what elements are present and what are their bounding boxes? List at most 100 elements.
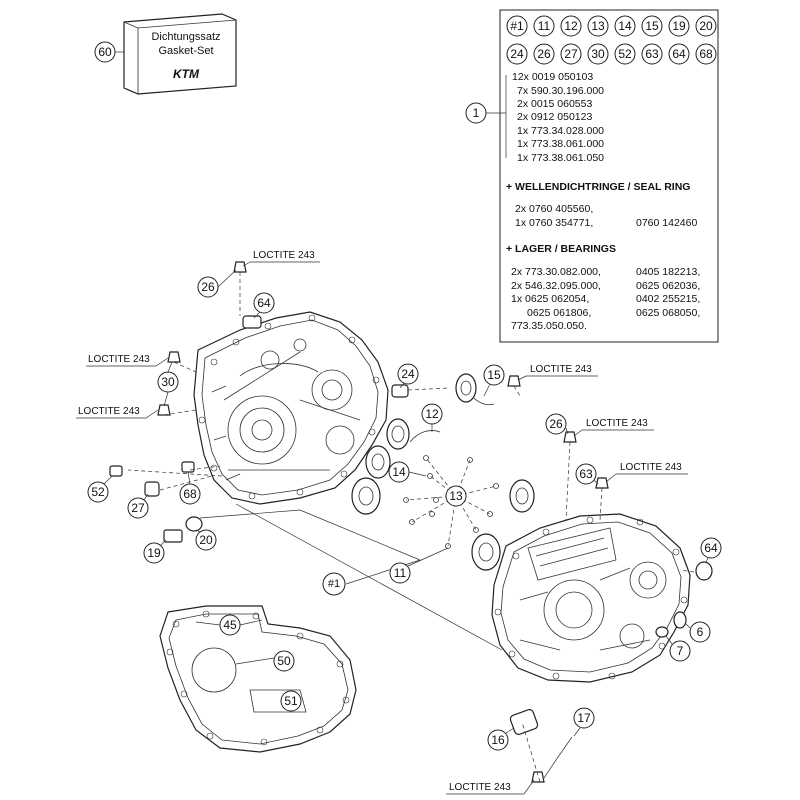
bearing-line: 2x 773.30.082.000, <box>511 266 601 278</box>
kit-bubble <box>587 43 609 65</box>
kit-bubble-label: 19 <box>672 19 686 33</box>
bearing-line: 0625 061806, <box>527 307 591 319</box>
part-line: 1x 773.38.061.050 <box>517 152 604 164</box>
kit-bubble-label: 11 <box>538 19 551 33</box>
callout-15: 15 <box>487 368 501 382</box>
kit-bubble-label: 20 <box>699 19 713 33</box>
callout-kit-1: #1 <box>328 578 340 590</box>
callout-26: 26 <box>201 280 215 294</box>
callout-6: 6 <box>697 625 704 639</box>
bearings-and-seals <box>351 373 535 571</box>
parts-info-box: #1 11 12 13 14 15 19 20 24 26 27 30 52 63 64 68 1 12x 0… <box>465 9 719 343</box>
bearings-heading: + LAGER / BEARINGS <box>506 243 616 255</box>
bearing-line: 0625 068050, <box>636 307 700 319</box>
kit-bubble <box>641 15 663 37</box>
kit-bubble-label: 12 <box>564 19 578 33</box>
callout-24: 24 <box>401 367 415 381</box>
callout-45: 45 <box>223 618 237 632</box>
assembly-lines <box>127 272 695 783</box>
right-crankcase-half <box>491 513 691 683</box>
ktm-logo: KTM <box>173 67 200 81</box>
loctite-label: LOCTITE 243 <box>586 418 648 429</box>
callout-60: 60 <box>98 45 112 59</box>
kit-bubble <box>668 43 690 65</box>
kit-bubble <box>506 15 528 37</box>
callout-20: 20 <box>199 533 213 547</box>
loctite-label: LOCTITE 243 <box>78 406 140 417</box>
kit-bubble-label: 68 <box>699 47 713 61</box>
crankcase-gasket <box>159 605 357 753</box>
callout-14: 14 <box>392 465 406 479</box>
kit-bubble-label: 30 <box>591 47 605 61</box>
part-line: 2x 0015 060553 <box>517 98 592 110</box>
kit-bubble-label: 63 <box>645 47 659 61</box>
seal-line: 2x 0760 405560, <box>515 203 593 215</box>
kit-bubble-label: 26 <box>537 47 551 61</box>
kit-bubble <box>668 15 690 37</box>
part-line: 12x 0019 050103 <box>512 71 593 83</box>
gasket-set-box: Dichtungssatz Gasket-Set KTM 60 <box>94 13 237 95</box>
callout-bubbles: 26 64 30 24 15 12 26 63 14 13 52 27 68 1… <box>87 269 722 751</box>
callout-50: 50 <box>277 654 291 668</box>
bearing-line: 0625 062036, <box>636 280 700 292</box>
gasket-box-line2: Gasket-Set <box>158 45 213 57</box>
kit-bubble <box>614 15 636 37</box>
kit-bubble-rows: #1 11 12 13 14 15 19 20 24 26 27 30 52 63 64 68 <box>506 15 717 65</box>
kit-bubble-label: 15 <box>645 19 659 33</box>
kit-bubble-label: 13 <box>591 19 605 33</box>
loctite-label: LOCTITE 243 <box>449 782 511 793</box>
callout-19: 19 <box>147 546 161 560</box>
kit-bubble <box>587 15 609 37</box>
seal-ring-heading: + WELLENDICHTRINGE / SEAL RING <box>506 181 690 193</box>
loctite-callouts: LOCTITE 243 LOCTITE 243 LOCTITE 243 LOCT… <box>76 250 688 795</box>
callout-7: 7 <box>677 644 684 658</box>
callout-64: 64 <box>257 296 271 310</box>
kit-bubble-label: 14 <box>618 19 632 33</box>
kit-bubble <box>533 43 555 65</box>
callout-27: 27 <box>131 501 145 515</box>
loctite-label: LOCTITE 243 <box>253 250 315 261</box>
bearing-line: 773.35.050.050. <box>511 320 587 332</box>
bearing-line: 0405 182213, <box>636 266 700 278</box>
kit-bubble <box>695 15 717 37</box>
callout-1: 1 <box>473 106 480 120</box>
seal-line: 1x 0760 354771, <box>515 217 593 229</box>
loctite-label: LOCTITE 243 <box>88 354 150 365</box>
callout-52: 52 <box>91 485 105 499</box>
left-crankcase-half <box>193 311 389 505</box>
callout-17: 17 <box>577 711 591 725</box>
small-parts <box>109 261 713 783</box>
kit-bubble <box>614 43 636 65</box>
kit-bubble-label: 24 <box>510 47 524 61</box>
kit-bubble <box>533 15 555 37</box>
callout-16: 16 <box>491 733 505 747</box>
callout-26: 26 <box>549 417 563 431</box>
gasket-box-line1: Dichtungssatz <box>151 31 220 43</box>
kit-bubble-label: 64 <box>672 47 686 61</box>
kit-bubble <box>560 43 582 65</box>
loctite-label: LOCTITE 243 <box>530 364 592 375</box>
loctite-label: LOCTITE 243 <box>620 462 682 473</box>
kit-bubble <box>560 15 582 37</box>
kit-bubble <box>641 43 663 65</box>
callout-68: 68 <box>183 487 197 501</box>
callout-64: 64 <box>704 541 718 555</box>
bearing-line: 0402 255215, <box>636 293 700 305</box>
kit-bubble-label: #1 <box>510 19 524 33</box>
callout-63: 63 <box>579 467 593 481</box>
part-line: 2x 0912 050123 <box>517 111 592 123</box>
part-line: 1x 773.38.061.000 <box>517 138 604 150</box>
callout-13: 13 <box>449 489 463 503</box>
callout-30: 30 <box>161 375 175 389</box>
kit-bubble-label: 27 <box>564 47 578 61</box>
kit-bubble <box>506 43 528 65</box>
callout-12: 12 <box>425 407 439 421</box>
bearing-line: 1x 0625 062054, <box>511 293 589 305</box>
seal-line: 0760 142460 <box>636 217 697 229</box>
kit-bubble <box>695 43 717 65</box>
callout-51: 51 <box>284 694 298 708</box>
part-line: 7x 590.30.196.000 <box>517 85 604 97</box>
callout-11: 11 <box>394 566 407 580</box>
kit-bubble-label: 52 <box>618 47 632 61</box>
